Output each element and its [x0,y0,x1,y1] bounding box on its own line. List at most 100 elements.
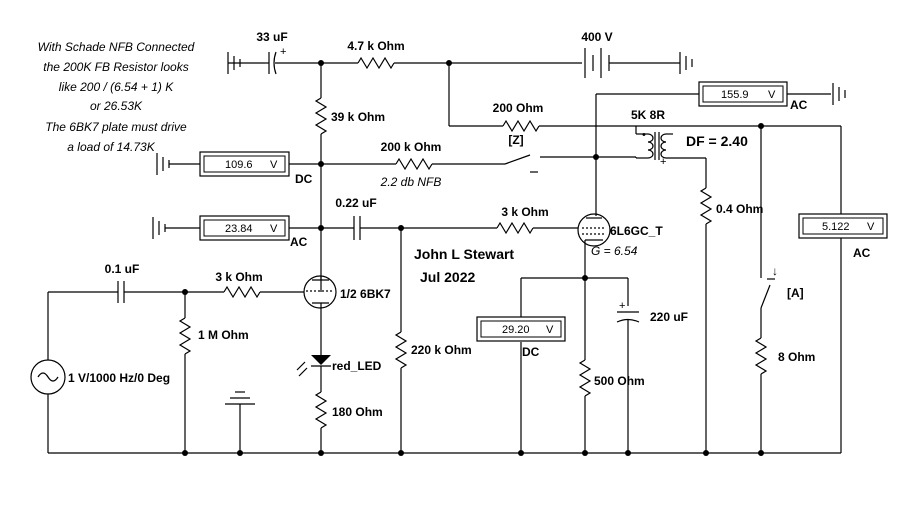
voltmeter-plate-dc[interactable]: 109.6 V DC [199,151,313,186]
label-led: red_LED [332,359,382,373]
note-line-1: With Schade NFB Connected [38,40,195,54]
junction-dot [582,450,588,456]
label-r-180: 180 Ohm [332,405,383,419]
ground-symbol [227,52,265,74]
meter-unit: V [867,221,875,233]
resistor-200k: 200 k Ohm 2.2 db NFB [380,140,505,189]
tube-6bk7: 1/2 6BK7 [303,275,391,340]
label-df: DF = 2.40 [686,133,748,149]
resistor-1m: 1 M Ohm [178,292,249,453]
meter-mode: DC [522,345,540,359]
label-r-4-7k: 4.7 k Ohm [347,39,404,53]
meter-value: 29.20 [502,324,530,336]
tube-6l6gc: 6L6GC_T G = 6.54 [577,157,663,278]
arrow-mark: ↓ [772,264,778,278]
plus-mark: + [660,156,666,168]
meter-value: 23.84 [225,223,253,235]
label-gain: G = 6.54 [591,244,638,258]
label-switch-a: [A] [787,286,804,300]
capacitor-0-1uf: 0.1 uF [48,262,224,303]
ac-source: 1 V/1000 Hz/0 Deg [30,292,170,453]
resistor-39k: 39 k Ohm [314,63,385,292]
switch-a: ↓ [A] [760,126,804,338]
meter-unit: V [546,324,554,336]
ground-symbol [832,83,846,105]
label-nfb: 2.2 db NFB [380,175,442,189]
note-line-5: The 6BK7 plate must drive [45,120,187,134]
resistor-0-4-ohm: 0.4 Ohm [699,187,763,453]
capacitor-0-22uf: 0.22 uF [321,196,497,240]
label-c-0-22: 0.22 uF [335,196,376,210]
label-r-0-4: 0.4 Ohm [716,202,763,216]
resistor-220k: 220 k Ohm [394,228,472,453]
label-r-8: 8 Ohm [778,350,815,364]
junction-dot [398,450,404,456]
voltmeter-load-ac[interactable]: 5.122 V AC [798,213,888,260]
label-switch-z: [Z] [508,133,523,147]
meter-value: 109.6 [225,159,253,171]
label-c-220uf: 220 uF [650,310,688,324]
dot-mark: • [642,129,646,141]
note-line-4: or 26.53K [90,99,143,113]
author-name: John L Stewart [414,246,514,262]
meter-mode: AC [790,98,808,112]
junction-dot [518,450,524,456]
output-transformer: • + 5K 8R DF = 2.40 [631,108,748,188]
author-date: Jul 2022 [420,269,475,285]
label-transformer: 5K 8R [631,108,665,122]
note-line-6: a load of 14.73K [67,140,155,154]
voltmeter-driver-ac[interactable]: 23.84 V AC [199,215,308,249]
voltmeter-cathode-dc[interactable]: 29.20 V DC [476,316,566,359]
battery-400v: 400 V [581,30,680,78]
resistor-180-ohm: 180 Ohm [314,391,383,453]
meter-mode: AC [290,235,308,249]
junction-dot [625,450,631,456]
label-r-200k: 200 k Ohm [381,140,442,154]
label-r-39k: 39 k Ohm [331,110,385,124]
design-notes: With Schade NFB Connected the 200K FB Re… [38,40,195,154]
red-led: red_LED [296,340,382,392]
meter-unit: V [270,223,278,235]
label-r-3k-out: 3 k Ohm [501,205,548,219]
meter-unit: V [270,159,278,171]
label-r-1m: 1 M Ohm [198,328,249,342]
resistor-8-ohm: 8 Ohm [754,337,815,453]
plus-mark: + [280,46,286,58]
resistor-3k-out: 3 k Ohm [496,205,578,235]
resistor-3k-in: 3 k Ohm [215,270,304,299]
ground-symbol [225,391,255,453]
junction-dot [318,450,324,456]
label-6l6gc: 6L6GC_T [610,224,663,238]
label-r-3k-in: 3 k Ohm [215,270,262,284]
switch-z [504,154,596,173]
note-line-2: the 200K FB Resistor looks [43,60,188,74]
label-r-220k: 220 k Ohm [411,343,472,357]
meter-value: 155.9 [721,89,749,101]
note-line-3: like 200 / (6.54 + 1) K [59,80,174,94]
label-c-0-1: 0.1 uF [105,262,140,276]
capacitor-220uf: + 220 uF [616,300,688,453]
label-r-500: 500 Ohm [594,374,645,388]
label-source: 1 V/1000 Hz/0 Deg [68,371,170,385]
ground-symbol [152,217,166,239]
resistor-500-ohm: 500 Ohm [578,278,645,453]
resistor-4-7k: 4.7 k Ohm [321,39,582,70]
label-supply: 400 V [581,30,612,44]
junction-dot [182,450,188,456]
meter-mode: DC [295,172,313,186]
voltmeter-output-plate-ac[interactable]: 155.9 V AC [698,81,808,112]
ground-symbol [679,52,693,74]
label-6bk7: 1/2 6BK7 [340,287,391,301]
junction-dot [237,450,243,456]
meter-value: 5.122 [822,221,850,233]
ground-symbol [156,153,170,175]
junction-dot [703,450,709,456]
meter-mode: AC [853,246,871,260]
meter-unit: V [768,89,776,101]
label-c-33uf: 33 uF [256,30,287,44]
resistor-200-ohm: 200 Ohm [Z] [493,101,636,147]
plus-mark: + [619,300,625,312]
label-r-200: 200 Ohm [493,101,544,115]
junction-dot [758,450,764,456]
